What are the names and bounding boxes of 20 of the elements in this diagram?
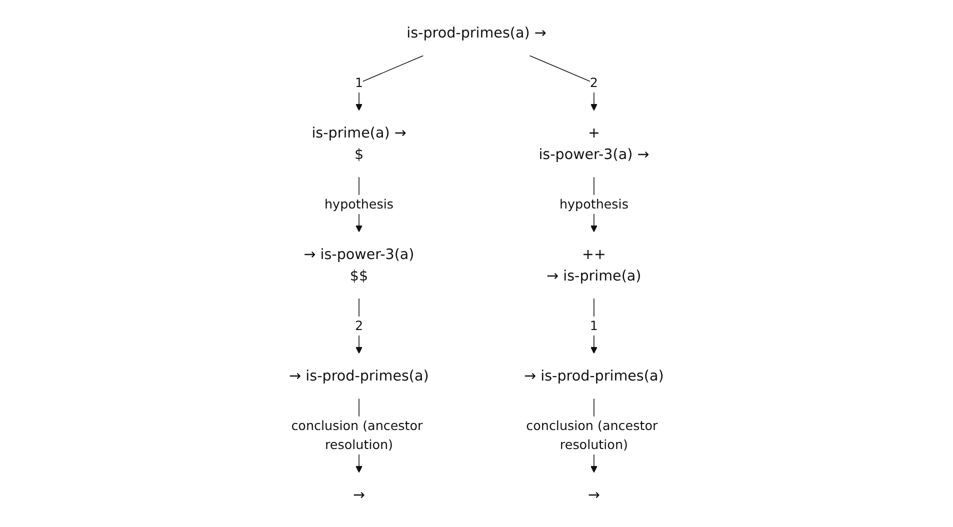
node-text: is-prod-primes(a) → xyxy=(406,24,546,41)
node-text: → xyxy=(588,486,600,503)
edge-label: 2 xyxy=(590,74,598,90)
edge-label: 1 xyxy=(354,74,364,90)
edge-label: 2 xyxy=(354,317,364,333)
arrow xyxy=(356,54,424,110)
arrow xyxy=(356,298,363,354)
edge-label: 1 xyxy=(590,317,598,333)
node-text: ++ → is-prime(a) xyxy=(546,246,642,284)
node-text: → is-prod-primes(a) xyxy=(524,367,664,384)
node-text: is-prime(a) → $ xyxy=(312,124,406,162)
edge-label: conclusion (ancestor resolution) xyxy=(291,418,423,452)
edge-label: hypothesis xyxy=(324,196,394,212)
node-text: + is-power-3(a) → xyxy=(538,124,650,162)
edge-label: conclusion (ancestor resolution) xyxy=(526,418,658,452)
node-text: → is-prod-primes(a) xyxy=(289,367,429,384)
edge-label: hypothesis xyxy=(559,196,628,212)
arrow xyxy=(529,54,598,110)
node-text: → is-power-3(a) $$ xyxy=(304,246,414,284)
node-text: → xyxy=(353,486,366,503)
